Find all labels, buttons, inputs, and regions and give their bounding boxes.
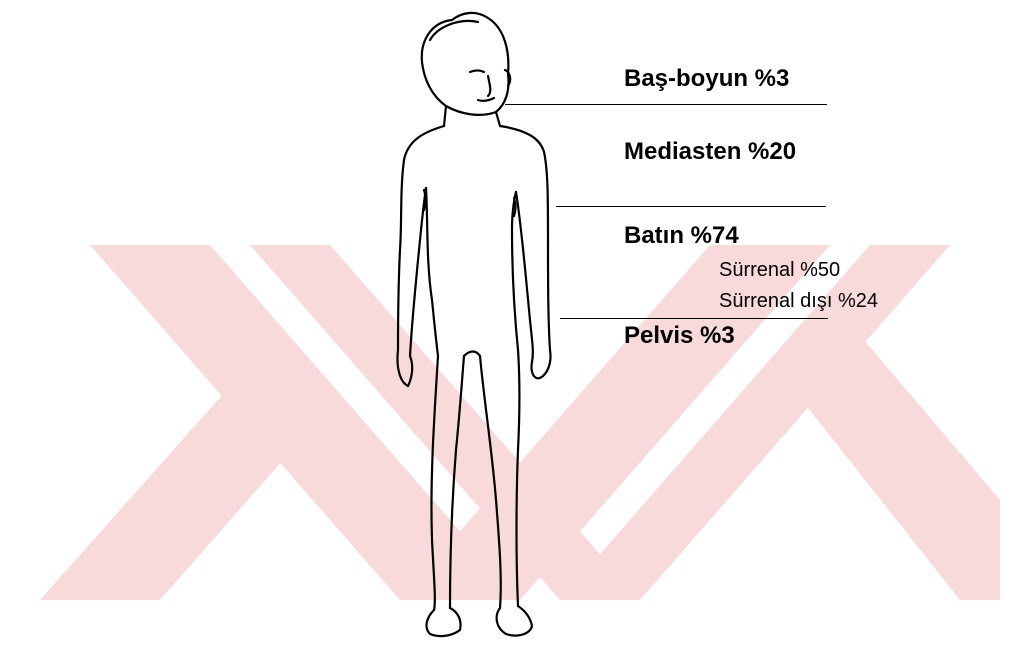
label-surrenal: Sürrenal %50 xyxy=(719,260,840,280)
label-mediasten: Mediasten %20 xyxy=(624,140,796,164)
divider-abdomen xyxy=(560,318,828,319)
label-pelvis: Pelvis %3 xyxy=(624,324,735,348)
divider-mediastinum xyxy=(556,206,826,207)
label-batin: Batın %74 xyxy=(624,224,739,248)
label-bas-boyun: Baş-boyun %3 xyxy=(624,67,789,91)
label-surrenal-disi: Sürrenal dışı %24 xyxy=(719,291,878,311)
divider-head-neck xyxy=(505,104,827,105)
